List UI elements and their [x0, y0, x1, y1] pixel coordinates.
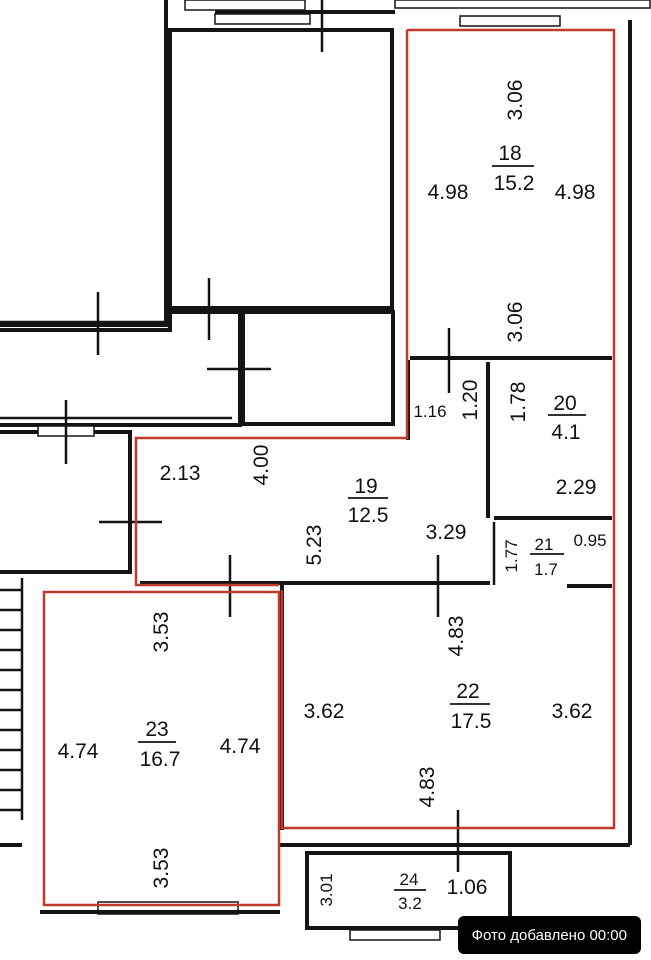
room-19-area: 12.5: [348, 504, 389, 527]
room-22-area: 17.5: [451, 710, 492, 733]
dim-19-a: 2.13: [160, 462, 201, 485]
room-20: 1.78 20 4.1 2.29: [507, 382, 596, 499]
room-22-number: 22: [456, 680, 479, 703]
room-24: 3.01 24 3.2 1.06: [317, 870, 487, 913]
room-19-number: 19: [354, 475, 377, 498]
dim-18-right: 4.98: [555, 181, 596, 204]
room-23: 3.53 4.74 23 16.7 4.74 3.53: [58, 612, 261, 889]
dim-23-left: 4.74: [58, 740, 99, 763]
dim-23-top: 3.53: [150, 612, 173, 653]
dim-19-d: 3.29: [426, 521, 467, 544]
dim-18-bottom: 3.06: [504, 302, 527, 343]
stairs: [0, 578, 24, 820]
dim-18-left: 4.98: [428, 181, 469, 204]
room-18-area: 15.2: [494, 172, 535, 195]
room-24-area: 3.2: [398, 894, 422, 913]
dim-20-a: 1.78: [507, 382, 530, 423]
dim-24-a: 3.01: [317, 873, 336, 906]
dim-21-b: 0.95: [573, 531, 606, 550]
dim-24-b: 1.06: [447, 876, 488, 899]
room-20-number: 20: [553, 392, 576, 415]
room-24-number: 24: [400, 870, 419, 889]
room-19: 2.13 4.00 19 12.5 5.23 3.29 1.16 1.20: [160, 380, 482, 566]
room-23-area: 16.7: [140, 748, 181, 771]
photo-added-badge: Фото добавлено 00:00: [457, 916, 641, 954]
dim-23-bottom: 3.53: [150, 848, 173, 889]
dim-19-c: 5.23: [303, 525, 326, 566]
dim-22-right: 3.62: [552, 700, 593, 723]
dim-22-bottom: 4.83: [416, 767, 439, 808]
dim-22-top: 4.83: [445, 616, 468, 657]
dim-21-a: 1.77: [502, 539, 521, 572]
room-21: 1.77 21 1.7 0.95: [502, 531, 607, 579]
room-23-number: 23: [145, 718, 168, 741]
dim-18-top: 3.06: [504, 80, 527, 121]
room-21-area: 1.7: [534, 560, 558, 579]
dim-23-right: 4.74: [220, 735, 261, 758]
dim-19-e: 1.16: [413, 402, 446, 421]
room-18: 3.06 18 15.2 4.98 4.98 3.06: [428, 80, 596, 343]
dim-22-left: 3.62: [304, 700, 345, 723]
dim-19-b: 4.00: [250, 445, 273, 486]
room-21-number: 21: [535, 535, 554, 554]
dim-19-f: 1.20: [459, 380, 482, 421]
room-18-number: 18: [498, 142, 521, 165]
room-22: 3.62 4.83 22 17.5 3.62 4.83: [304, 616, 593, 808]
photo-added-label: Фото добавлено 00:00: [471, 926, 627, 944]
dim-20-b: 2.29: [556, 476, 597, 499]
apartment-outline: [42, 28, 616, 907]
room-20-area: 4.1: [551, 421, 580, 444]
